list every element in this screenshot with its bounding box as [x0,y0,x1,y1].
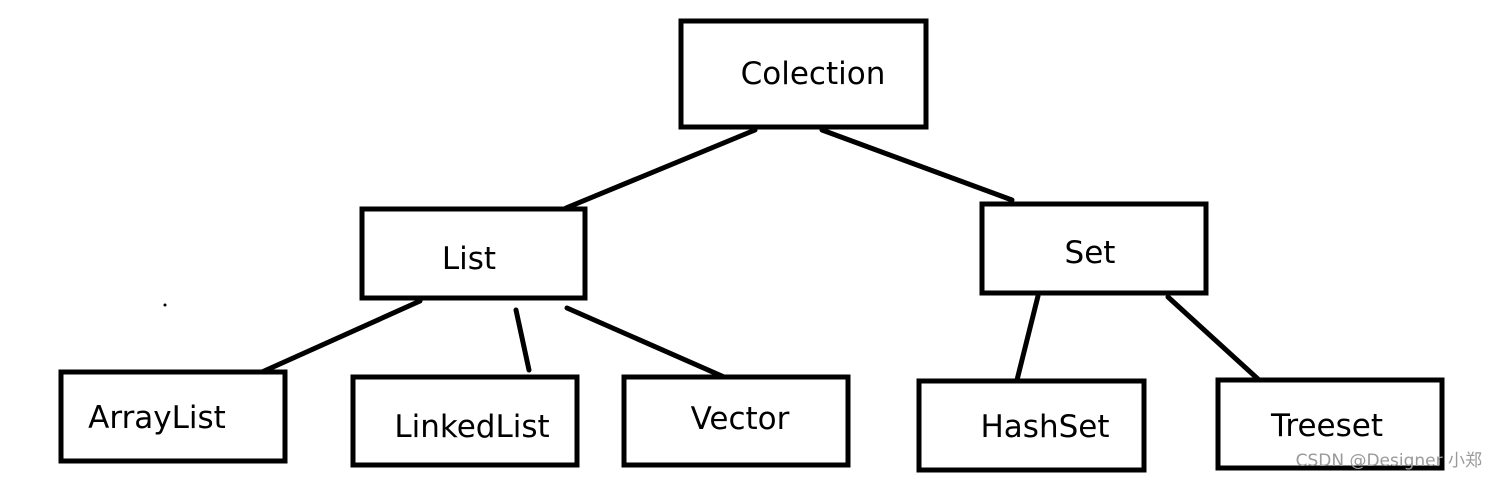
stray-dot [163,303,167,307]
node-arraylist-label: ArrayList [88,400,226,436]
node-arraylist: ArrayList [58,369,288,464]
edge-list-arraylist [259,298,423,375]
node-treeset: Treeset [1215,377,1445,471]
node-collection: Colection [678,18,929,130]
node-linkedlist-label: LinkedList [394,409,549,445]
node-treeset-label: Treeset [1270,408,1383,444]
node-list-box [359,206,588,301]
node-treeset-box [1215,377,1445,471]
node-set: Set [979,201,1209,296]
node-set-label: Set [1065,235,1116,271]
node-list: List [359,206,588,301]
edge-list-vector [564,305,743,387]
edge-set-hashset [1013,293,1041,387]
node-linkedlist-box [350,374,580,468]
node-hashset-label: HashSet [980,409,1109,445]
edge-set-treeset [1165,294,1273,393]
node-linkedlist: LinkedList [350,374,580,468]
node-arraylist-box [58,369,288,464]
node-vector: Vector [621,374,851,468]
watermark: CSDN @Designer 小郑 [1295,451,1482,471]
node-set-box [979,201,1209,296]
node-collection-box [678,18,929,130]
node-vector-box [621,374,851,468]
node-hashset: HashSet [916,378,1147,473]
edge-list-linkedlist [513,307,532,373]
node-collection-label: Colection [741,56,886,92]
node-vector-label: Vector [691,401,790,437]
node-list-label: List [442,241,496,277]
node-hashset-box [916,378,1147,473]
edge-collection-list [563,127,758,211]
edge-collection-set [819,127,1015,203]
